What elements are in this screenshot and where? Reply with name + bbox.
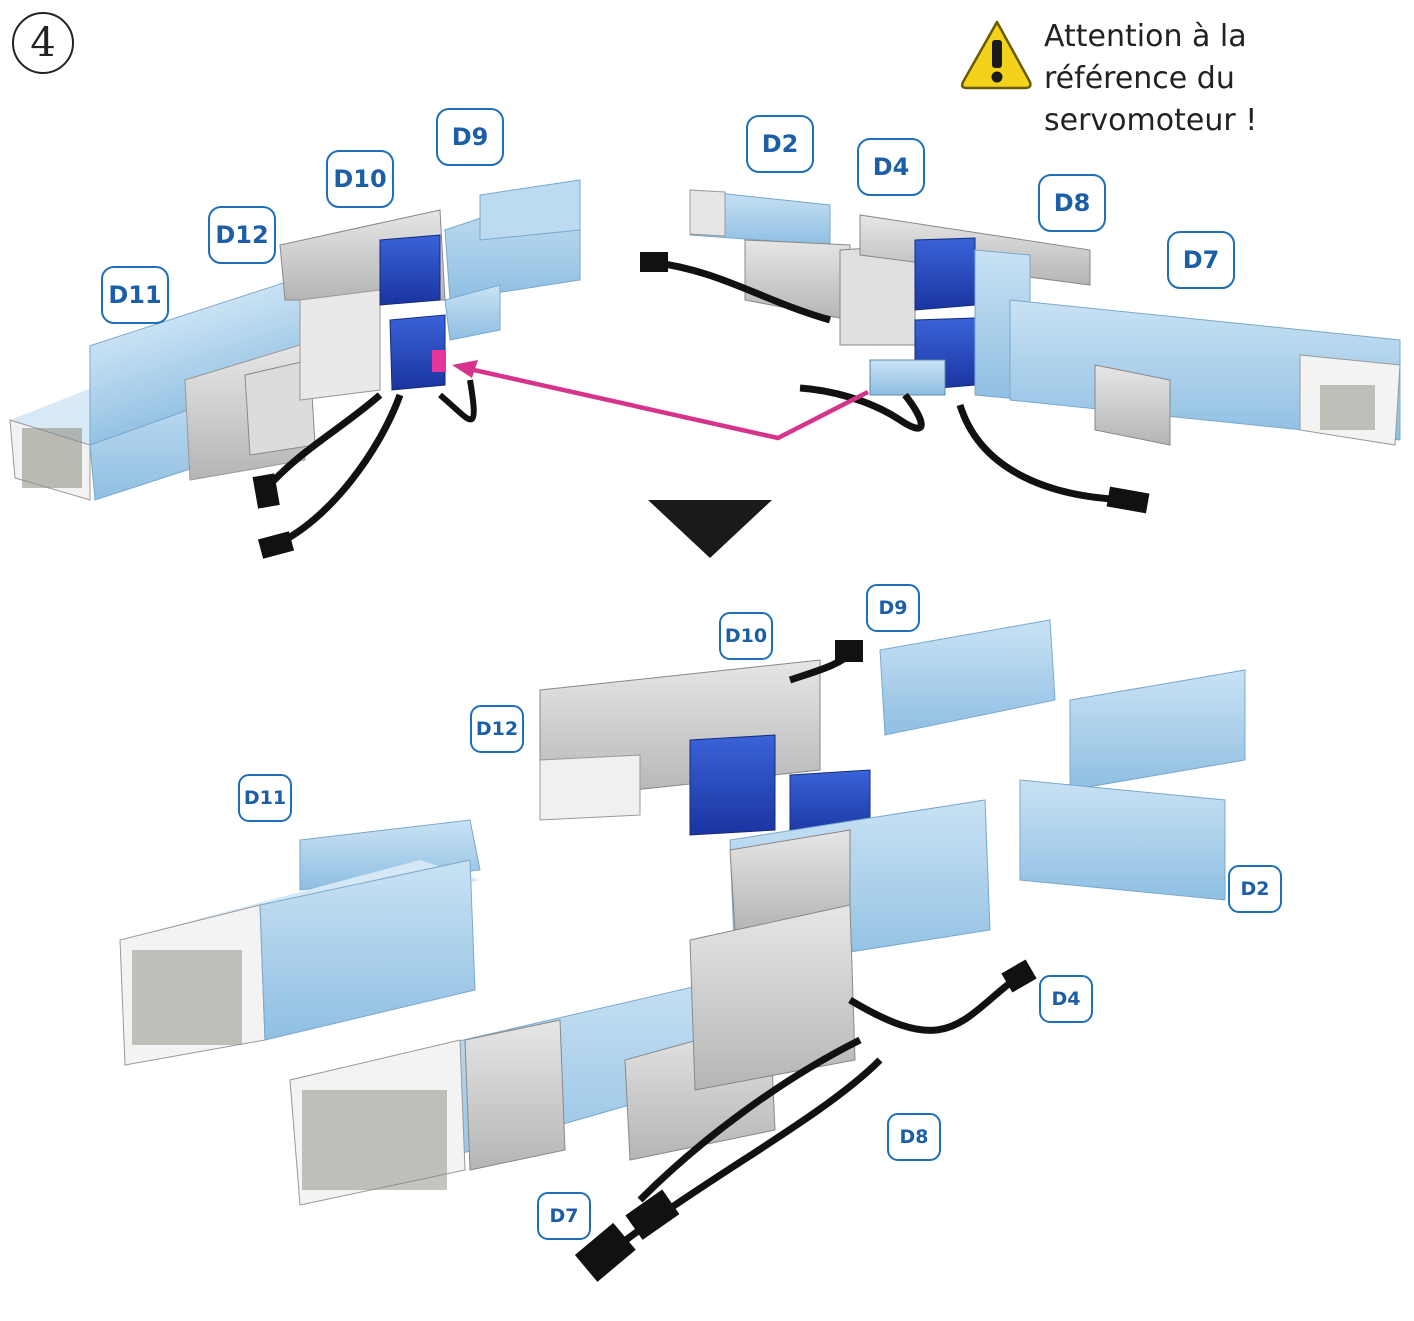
- warning-line-2: référence du: [1044, 61, 1235, 96]
- bottom-label-d11: D11: [238, 774, 292, 822]
- assembled-model: [119, 619, 1246, 1282]
- top-right-model: [640, 189, 1401, 514]
- bottom-label-d8: D8: [887, 1113, 941, 1161]
- top-label-d9: D9: [436, 108, 504, 166]
- step-number-badge: 4: [12, 12, 74, 74]
- bottom-label-d4: D4: [1039, 975, 1093, 1023]
- top-label-d2: D2: [746, 115, 814, 173]
- top-left-model: [9, 179, 581, 559]
- down-arrow-icon: [648, 500, 772, 558]
- warning-line-3: servomoteur !: [1044, 103, 1258, 138]
- bottom-label-d2: D2: [1228, 865, 1282, 913]
- bottom-label-d12: D12: [470, 705, 524, 753]
- bottom-label-d9: D9: [866, 584, 920, 632]
- bottom-label-d10: D10: [719, 612, 773, 660]
- top-label-d10: D10: [326, 150, 394, 208]
- warning-triangle-icon: [960, 20, 1032, 90]
- bottom-label-d7: D7: [537, 1192, 591, 1240]
- top-label-d7: D7: [1167, 231, 1235, 289]
- top-label-d4: D4: [857, 138, 925, 196]
- warning-line-1: Attention à la: [1044, 19, 1247, 54]
- top-label-d8: D8: [1038, 174, 1106, 232]
- top-label-d11: D11: [101, 266, 169, 324]
- connection-arrow: [452, 360, 870, 441]
- top-label-d12: D12: [208, 206, 276, 264]
- warning-message: Attention à la référence du servomoteur …: [1044, 16, 1404, 142]
